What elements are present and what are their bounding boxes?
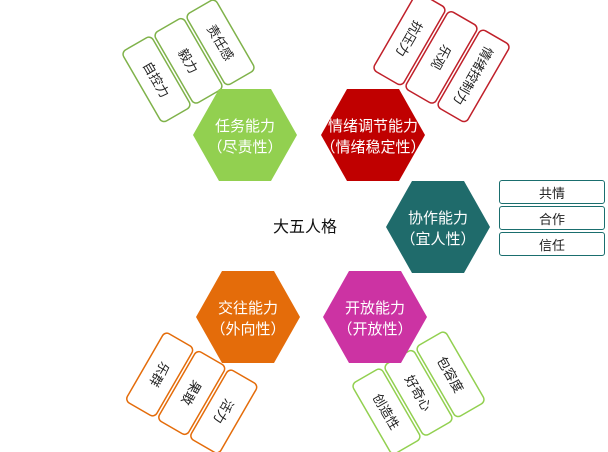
open-tag-card — [352, 368, 421, 452]
emotion-tag-card — [373, 0, 446, 86]
hex-task-title: 任务能力 — [215, 117, 275, 135]
hex-emotion — [321, 89, 425, 181]
open-tag-card — [416, 331, 485, 418]
social-tag-card — [190, 369, 258, 452]
hex-task-subtitle: （尽责性） — [207, 138, 282, 156]
hex-cooperate-subtitle: （宜人性） — [400, 230, 475, 248]
hex-social-title: 交往能力 — [218, 299, 278, 317]
hex-social-subtitle: （外向性） — [210, 320, 285, 338]
hex-open — [323, 271, 427, 363]
social-tag-card — [126, 332, 194, 417]
task-tag-card — [122, 36, 191, 123]
task-tags: 自控力 毅力 责任感 — [122, 0, 255, 123]
task-tag-card — [154, 17, 223, 104]
center-title: 大五人格 — [273, 217, 337, 236]
social-tag-card — [158, 350, 226, 436]
hex-emotion-title: 情绪调节能力 — [328, 117, 418, 135]
hex-open-subtitle: （开放性） — [337, 320, 412, 338]
emotion-tag-card — [437, 29, 510, 123]
hex-open-title: 开放能力 — [345, 299, 405, 317]
hex-cooperate-title: 协作能力 — [408, 209, 468, 227]
cooperate-tag-1: 共情 — [499, 180, 605, 204]
open-tags: 创造性 好奇心 包容度 — [352, 331, 485, 452]
task-tag-card — [186, 0, 255, 86]
hex-social — [196, 271, 300, 363]
hex-task — [193, 89, 297, 181]
emotion-tag-card — [405, 11, 478, 104]
hex-cooperate — [386, 181, 490, 273]
cooperate-tag-3: 信任 — [499, 232, 605, 256]
cooperate-tag-2: 合作 — [499, 206, 605, 230]
hex-emotion-subtitle: （情绪稳定性） — [320, 138, 425, 156]
social-tags: 乐群 果敢 活力 — [126, 332, 258, 452]
